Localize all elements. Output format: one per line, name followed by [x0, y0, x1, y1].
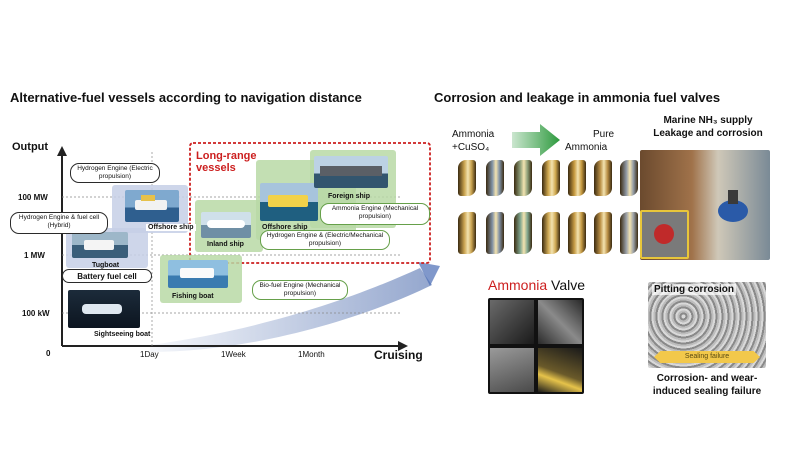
growth-arrow: [150, 268, 432, 352]
failure-caption-line1: Corrosion- and wear-: [656, 373, 758, 384]
valve-ring-segment: [594, 212, 612, 254]
hydrogen-electric-pill: Hydrogen Engine (Electric propulsion): [70, 163, 160, 183]
valve-ring-segment: [486, 212, 504, 254]
leak-inset-photo: [640, 210, 689, 259]
ammonia-valve-heading: Ammonia Valve: [488, 277, 585, 293]
valve-ring-segment: [458, 160, 476, 196]
valve-ring-segment: [620, 160, 638, 196]
cuso4-label: +CuSO₄: [452, 142, 490, 153]
fishing-boat-photo: [168, 260, 228, 288]
tugboat-photo: [72, 232, 128, 258]
offshore-ship-photo: [125, 190, 179, 222]
valve-ring-segment: [458, 212, 476, 254]
ammonia-valve-word: Ammonia: [488, 277, 548, 293]
valve-word: Valve: [547, 277, 586, 293]
growth-arrow-head: [418, 262, 440, 286]
left-panel-title: Alternative-fuel vessels according to na…: [10, 90, 362, 105]
x-axis-arrow: [398, 341, 408, 351]
inland-ship-label: Inland ship: [207, 241, 244, 248]
offshore2-label: Offshore ship: [262, 224, 308, 231]
y-tick-100kw: 100 kW: [22, 309, 50, 318]
x-tick-1month: 1Month: [298, 350, 325, 359]
valve-ring-segment: [568, 160, 586, 196]
ammonia-engine-pill: Ammonia Engine (Mechanical propulsion): [320, 203, 430, 225]
valve-ring-segment: [542, 160, 560, 196]
x-axis-label: Cruising: [374, 348, 423, 362]
valve-ring-segment: [568, 212, 586, 254]
foreign-ship-photo: [314, 156, 388, 188]
valve-ring-segment: [514, 160, 532, 196]
valve-ring-segment: [514, 212, 532, 254]
tugboat-label: Tugboat: [92, 262, 120, 269]
sightseeing-label: Sightseeing boat: [94, 331, 151, 338]
leakage-corrosion-label: Leakage and corrosion: [653, 128, 763, 139]
ammonia-valve-photo-grid: [488, 298, 584, 394]
pure-ammonia-label: Ammonia: [565, 142, 608, 153]
sealing-failure-banner: Sealing failure: [654, 351, 760, 363]
valve-ring-segment: [594, 160, 612, 196]
long-range-label: Long-range vessels: [196, 150, 257, 174]
biofuel-pill: Bio-fuel Engine (Mechanical propulsion): [252, 280, 348, 300]
y-tick-1mw: 1 MW: [24, 251, 45, 260]
battery-fuel-cell-pill: Battery fuel cell: [62, 269, 152, 283]
right-panel-title: Corrosion and leakage in ammonia fuel va…: [434, 90, 721, 105]
pure-label: Pure: [593, 129, 615, 140]
valve-ring-segment: [486, 160, 504, 196]
x-tick-1week: 1Week: [221, 350, 246, 359]
hydrogen-elec-mech-pill: Hydrogen Engine & (Electric/Mechanical p…: [260, 230, 390, 250]
valve-ring-segment: [542, 212, 560, 254]
fishing-boat-label: Fishing boat: [172, 293, 214, 300]
valve-ring-segment: [620, 212, 638, 254]
y-axis-label: Output: [12, 141, 49, 153]
failure-caption-line2: induced sealing failure: [652, 386, 762, 397]
foreign-ship-label: Foreign ship: [328, 193, 370, 200]
long-range-box: [189, 142, 431, 264]
offshore2-photo: [260, 183, 318, 221]
x-tick-1day: 1Day: [140, 350, 159, 359]
y-tick-100mw: 100 MW: [18, 193, 48, 202]
ammonia-label: Ammonia: [452, 129, 495, 140]
y-tick-zero: 0: [46, 349, 51, 358]
offshore-ship-label: Offshore ship: [146, 224, 196, 231]
hydrogen-hybrid-pill: Hydrogen Engine & fuel cell (Hybrid): [10, 212, 108, 234]
pitting-corrosion-label: Pitting corrosion: [652, 284, 736, 295]
sightseeing-photo: [68, 290, 140, 328]
y-axis-arrow: [57, 146, 67, 156]
inland-ship-photo: [201, 212, 251, 238]
marine-supply-label: Marine NH₃ supply: [663, 115, 753, 126]
